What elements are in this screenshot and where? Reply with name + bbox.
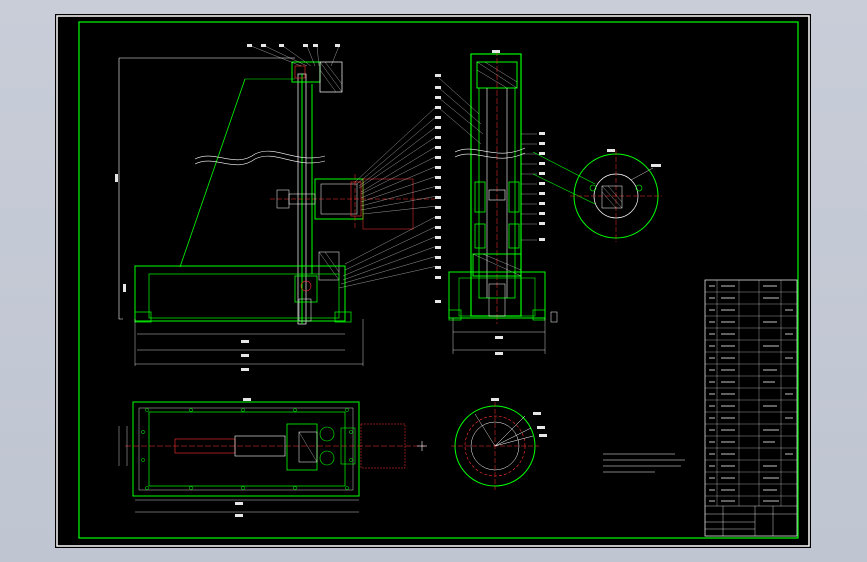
front-elevation-view bbox=[118, 45, 438, 366]
drawing-sheet[interactable] bbox=[55, 14, 811, 548]
balloon-labels bbox=[115, 44, 661, 517]
section-view-b bbox=[451, 402, 539, 490]
technical-drawing bbox=[56, 15, 810, 547]
parts-list-table bbox=[704, 279, 798, 537]
side-elevation-view bbox=[438, 50, 596, 354]
outer-frame bbox=[56, 15, 810, 547]
plan-view bbox=[118, 401, 425, 513]
inner-frame bbox=[78, 21, 799, 539]
technical-notes bbox=[603, 453, 685, 473]
section-view-a bbox=[570, 150, 662, 242]
crosshair-icon bbox=[417, 441, 427, 451]
